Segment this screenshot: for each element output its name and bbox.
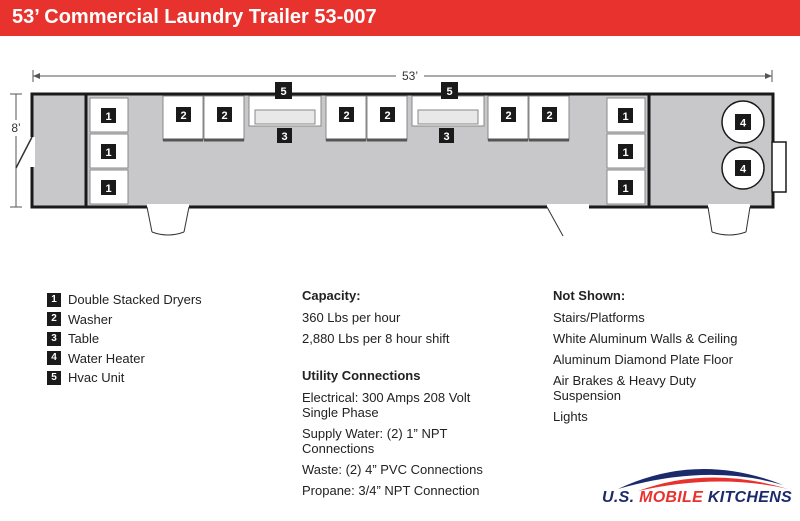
- legend-number: 1: [47, 292, 61, 307]
- utility-item: Electrical: 300 Amps 208 Volt Single Pha…: [302, 390, 471, 420]
- legend-label: Water Heater: [68, 350, 145, 366]
- specs-column: Capacity: 360 Lbs per hour 2,880 Lbs per…: [302, 288, 512, 504]
- washer-callout: 2: [221, 110, 227, 122]
- legend-number: 5: [47, 370, 61, 385]
- legend-number: 2: [47, 312, 61, 327]
- utility-item: Propane: 3/4” NPT Connection: [302, 483, 480, 498]
- dryer-callout: 1: [105, 183, 111, 195]
- page-title: 53’ Commercial Laundry Trailer 53-007: [12, 6, 377, 28]
- utility-item: Waste: (2) 4” PVC Connections: [302, 462, 483, 477]
- water-heater-callout: 4: [740, 164, 747, 176]
- table-hvac-left: 5 3: [248, 82, 322, 143]
- legend-label: Washer: [68, 311, 113, 327]
- logo-text-us: U.S.: [602, 489, 640, 506]
- utility-heading: Utility Connections: [302, 368, 421, 383]
- not-shown-heading: Not Shown:: [553, 288, 626, 303]
- legend-item: 3 Table: [47, 329, 202, 349]
- not-shown-item: Lights: [553, 409, 588, 424]
- legend-number: 4: [47, 351, 61, 366]
- dryer-callout: 1: [622, 147, 628, 159]
- washers: 2 2 2 2 2 2: [162, 95, 570, 142]
- width-dimension: 8’: [8, 93, 24, 208]
- legend-item: 5 Hvac Unit: [47, 368, 202, 388]
- hvac-callout: 5: [280, 86, 286, 98]
- logo-text: U.S. MOBILE KITCHENS: [602, 489, 792, 507]
- washer-callout: 2: [180, 110, 186, 122]
- side-door-right: [707, 204, 751, 236]
- hvac-callout: 5: [446, 86, 452, 98]
- capacity-heading: Capacity:: [302, 288, 361, 303]
- washer-callout: 2: [505, 110, 511, 122]
- logo-text-kitchens: KITCHENS: [703, 489, 793, 506]
- not-shown-column: Not Shown: Stairs/Platforms White Alumin…: [553, 288, 763, 430]
- dryer-callout: 1: [105, 111, 111, 123]
- table-callout: 3: [443, 131, 449, 143]
- legend-item: 2 Washer: [47, 310, 202, 330]
- length-dimension: 53’: [32, 68, 773, 84]
- dryer-stack-right: 1 1 1: [606, 97, 646, 205]
- rear-door: [15, 136, 35, 169]
- dryer-callout: 1: [622, 183, 628, 195]
- logo-swoosh: [618, 468, 788, 491]
- capacity-item: 2,880 Lbs per 8 hour shift: [302, 331, 450, 346]
- company-logo: U.S. MOBILE KITCHENS: [598, 455, 798, 517]
- floor-plan: 53’ 8’ 1: [8, 68, 787, 237]
- legend-label: Double Stacked Dryers: [68, 292, 202, 308]
- width-label: 8’: [11, 121, 20, 135]
- legend-number: 3: [47, 331, 61, 346]
- length-label: 53’: [402, 69, 418, 83]
- table-hvac-right: 5 3: [411, 82, 485, 143]
- side-door-left: [146, 204, 190, 236]
- not-shown-item: Air Brakes & Heavy Duty Suspension: [553, 373, 697, 403]
- legend-item: 1 Double Stacked Dryers: [47, 290, 202, 310]
- dryer-stack-left: 1 1 1: [89, 97, 129, 205]
- dryer-callout: 1: [622, 111, 628, 123]
- legend-label: Table: [68, 331, 100, 347]
- utility-item: Supply Water: (2) 1” NPT Connections: [302, 426, 448, 456]
- water-heater-callout: 4: [740, 118, 747, 130]
- washer-callout: 2: [384, 110, 390, 122]
- logo-text-mobile: MOBILE: [639, 489, 704, 506]
- not-shown-item: White Aluminum Walls & Ceiling: [553, 331, 738, 346]
- table-callout: 3: [281, 131, 287, 143]
- dryer-callout: 1: [105, 147, 111, 159]
- not-shown-item: Stairs/Platforms: [553, 310, 645, 325]
- washer-callout: 2: [546, 110, 552, 122]
- legend-item: 4 Water Heater: [47, 349, 202, 369]
- legend-label: Hvac Unit: [68, 370, 125, 386]
- water-heaters: 4 4: [721, 100, 787, 193]
- not-shown-item: Aluminum Diamond Plate Floor: [553, 352, 733, 367]
- side-door-middle: [546, 204, 589, 237]
- capacity-item: 360 Lbs per hour: [302, 310, 401, 325]
- legend: 1 Double Stacked Dryers 2 Washer 3 Table…: [47, 290, 202, 388]
- title-banner: 53’ Commercial Laundry Trailer 53-007: [0, 0, 800, 36]
- washer-callout: 2: [343, 110, 349, 122]
